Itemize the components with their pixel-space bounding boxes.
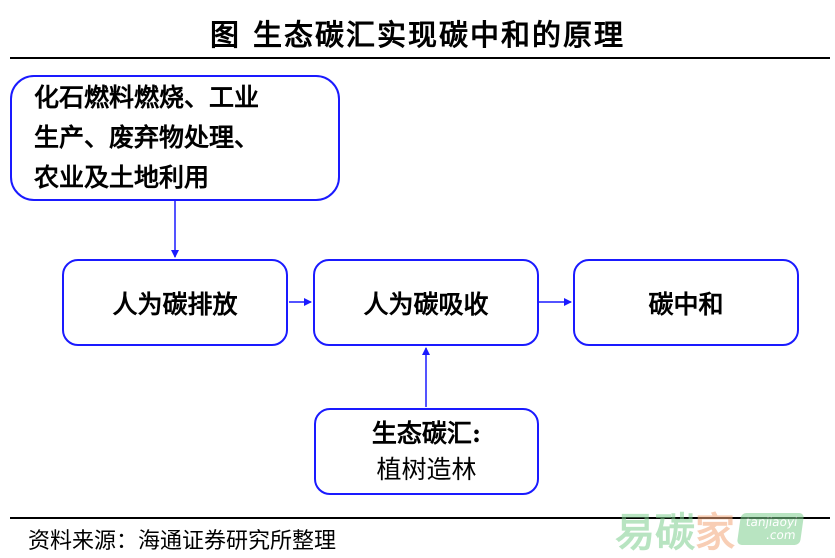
watermark-text: 家: [695, 509, 735, 556]
sources-line: 生产、废弃物处理、: [34, 123, 260, 152]
emission-box: 人为碳排放: [62, 259, 288, 346]
watermark-domain: tanjiaoyi.com: [736, 513, 805, 545]
watermark-domain-2: .com: [765, 528, 797, 542]
emission-label: 人为碳排放: [112, 289, 238, 319]
sources-line: 化石燃料燃烧、工业: [34, 83, 260, 112]
sources-line: 农业及土地利用: [34, 163, 210, 192]
watermark-text: 易碳: [615, 509, 695, 556]
bottom-divider: [10, 517, 830, 519]
source-note: 资料来源：海通证券研究所整理: [28, 529, 337, 554]
carbon-sink-box: 生态碳汇: 植树造林: [314, 408, 539, 495]
watermark-domain-1: tanjiaoyi: [745, 515, 799, 529]
top-divider: [10, 57, 830, 59]
sources-box: 化石燃料燃烧、工业 生产、废弃物处理、 农业及土地利用: [10, 75, 340, 201]
watermark-logo: 易碳 家 tanjiaoyi.com: [615, 500, 805, 558]
diagram-title: 图 生态碳汇实现碳中和的原理: [209, 18, 626, 52]
carbon-neutral-box: 碳中和: [573, 259, 799, 346]
sink-line: 生态碳汇:: [371, 418, 482, 448]
absorption-label: 人为碳吸收: [363, 289, 489, 319]
neutral-label: 碳中和: [648, 289, 724, 319]
absorption-box: 人为碳吸收: [313, 259, 539, 346]
sink-line: 植树造林: [376, 454, 477, 484]
